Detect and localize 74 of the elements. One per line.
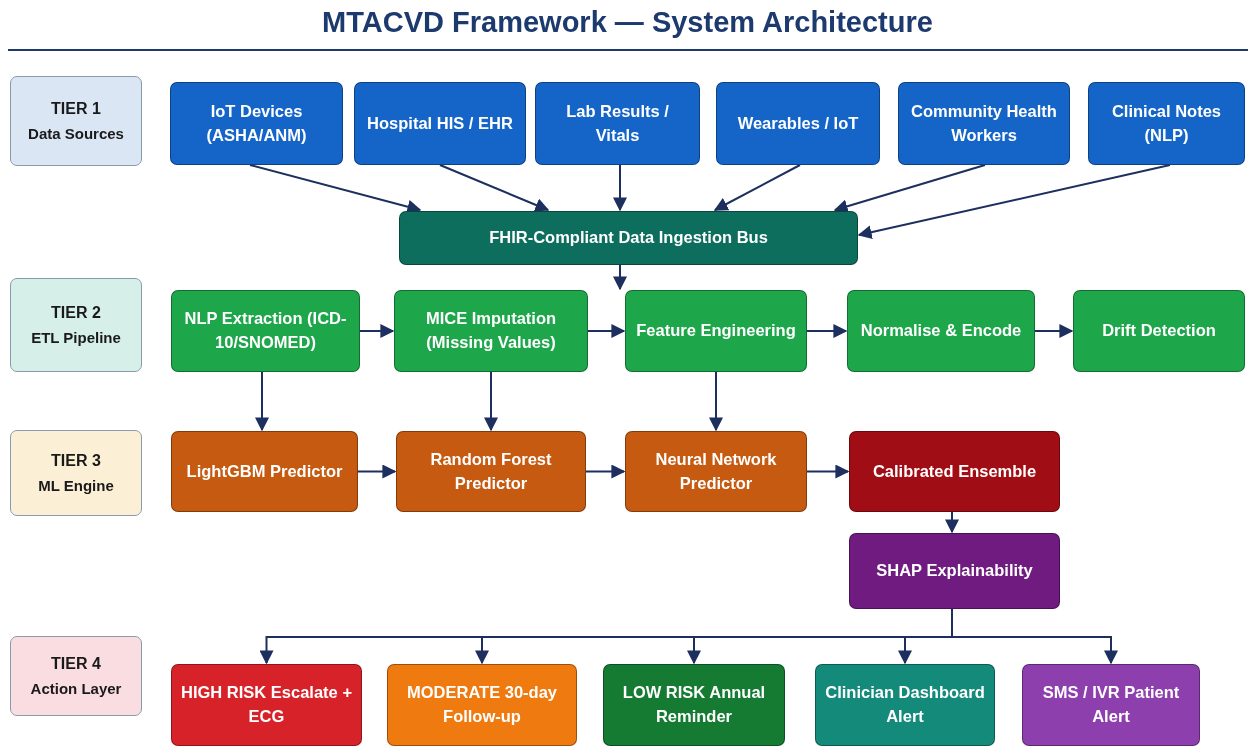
process-box	[394, 290, 588, 372]
process-box	[849, 431, 1060, 512]
tier-label-box	[10, 278, 142, 372]
tier-name: ETL Pipeline	[31, 327, 121, 348]
process-box	[535, 82, 700, 165]
arrow	[585, 464, 626, 479]
tier-heading: TIER 1	[51, 99, 101, 120]
node-label: Community Health Workers	[910, 100, 1058, 146]
arrow	[713, 164, 801, 211]
tier-name: ML Engine	[38, 475, 114, 496]
process-box	[1073, 290, 1245, 372]
node-label: Clinician Dashboard Alert	[824, 682, 986, 727]
node-label: SMS / IVR Patient Alert	[1041, 682, 1181, 727]
tier-heading: TIER 2	[51, 303, 101, 324]
tier-heading: TIER 4	[51, 654, 101, 675]
node-label: Clinical Notes (NLP)	[1110, 100, 1223, 146]
node-label: Drift Detection	[1102, 320, 1216, 342]
arrow	[1034, 324, 1074, 338]
process-box	[387, 664, 577, 746]
arrow	[951, 608, 1118, 665]
arrow	[857, 164, 1171, 240]
arrow	[945, 511, 959, 534]
node-label: Wearables / IoT	[737, 112, 859, 134]
node-label: Lab Results / Vitals	[565, 100, 670, 146]
node-label: SHAP Explainability	[876, 560, 1033, 582]
process-box	[603, 664, 785, 746]
node-label: Hospital HIS / EHR	[367, 112, 513, 134]
arrow	[439, 164, 550, 212]
process-box	[171, 290, 360, 372]
process-box	[898, 82, 1070, 165]
process-box	[716, 82, 880, 165]
process-box	[815, 664, 995, 746]
process-box	[171, 431, 358, 512]
node-label: Normalise & Encode	[860, 320, 1022, 342]
process-box	[170, 82, 343, 165]
arrow	[255, 371, 269, 432]
node-label: MICE Imputation (Missing Values)	[424, 308, 558, 353]
node-label: Feature Engineering	[636, 320, 796, 342]
arrow	[613, 164, 627, 212]
node-label: Calibrated Ensemble	[872, 460, 1037, 482]
node-label: Neural Network Predictor	[654, 448, 778, 494]
process-box	[1022, 664, 1200, 746]
process-box	[625, 431, 807, 512]
node-label: HIGH RISK Escalate + ECG	[180, 682, 353, 727]
arrow	[484, 371, 498, 432]
bus-box	[399, 211, 858, 265]
process-box	[396, 431, 586, 512]
tier-name: Data Sources	[28, 123, 124, 144]
tier-label-box	[10, 430, 142, 516]
process-box	[625, 290, 807, 372]
tier-label-box	[10, 636, 142, 716]
arrow	[806, 324, 848, 338]
node-label: NLP Extraction (ICD-10/SNOMED)	[183, 308, 348, 353]
arrow	[357, 464, 397, 479]
tier-heading: TIER 3	[51, 451, 101, 472]
tier-name: Action Layer	[30, 678, 122, 699]
node-label: Random Forest Predictor	[429, 448, 553, 494]
node-label: LightGBM Predictor	[186, 460, 343, 482]
process-box	[354, 82, 526, 165]
node-label: MODERATE 30-day Follow-up	[405, 682, 559, 727]
arrow	[709, 371, 723, 432]
process-box	[1088, 82, 1245, 165]
arrow	[613, 264, 627, 291]
tier-label-box	[10, 76, 142, 166]
node-label: IoT Devices (ASHA/ANM)	[205, 100, 308, 146]
arrow	[359, 324, 395, 338]
process-box	[849, 533, 1060, 609]
node-label: FHIR-Compliant Data Ingestion Bus	[489, 227, 768, 249]
diagram-title: MTACVD Framework — System Architecture	[321, 6, 934, 39]
node-label: LOW RISK Annual Reminder	[621, 682, 767, 727]
process-box	[847, 290, 1035, 372]
arrow	[587, 324, 626, 338]
arrow	[806, 464, 850, 479]
process-box	[171, 664, 362, 746]
